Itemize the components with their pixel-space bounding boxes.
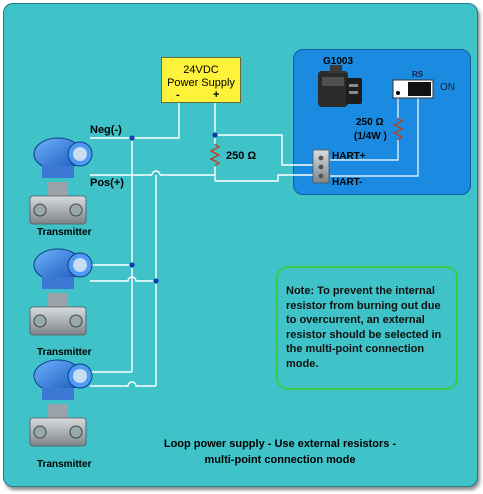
module-resistor-rating: (1/4W ): [354, 131, 387, 142]
neg-wire: [90, 103, 180, 373]
transmitter-label: Transmitter: [37, 227, 92, 238]
diagram-caption: Loop power supply - Use external resisto…: [160, 436, 400, 468]
hart-minus-label: HART-: [332, 177, 363, 188]
module-model-label: G1003: [323, 56, 354, 67]
transmitter-icon: [29, 137, 93, 225]
power-supply-box: 24VDC Power Supply - +: [161, 57, 241, 103]
module-resistor-symbol: [392, 117, 404, 141]
power-supply-label: Power Supply: [167, 77, 235, 89]
caption-line-1: Loop power supply - Use external resisto…: [163, 438, 397, 450]
hart-plus-label: HART+: [332, 151, 366, 162]
neg-label: Neg(-): [90, 124, 122, 136]
rs-switch[interactable]: [392, 79, 434, 99]
pos-label: Pos(+): [90, 177, 124, 189]
note-box: Note: To prevent the internal resistor f…: [276, 266, 458, 390]
resistor-branch-wire: [214, 103, 320, 182]
junction-dots: [129, 132, 218, 284]
resistor-250-symbol: [209, 143, 221, 167]
terminal-block-icon: [312, 149, 330, 184]
pos-wire: [90, 170, 215, 387]
rs-switch-label: RS: [412, 70, 424, 79]
caption-line-2: multi-point connection mode: [204, 454, 356, 466]
g1003-device-icon: [318, 65, 362, 107]
power-supply-plus: +: [213, 89, 220, 101]
transmitter-icon: [29, 359, 93, 447]
note-text: Note: To prevent the internal resistor f…: [286, 285, 442, 370]
power-supply-voltage: 24VDC: [183, 64, 219, 76]
power-supply-minus: -: [176, 89, 180, 101]
module-resistor-value: 250 Ω: [356, 117, 384, 128]
transmitter-icon: [29, 248, 93, 336]
switch-state-label: ON: [440, 82, 455, 93]
transmitter-label: Transmitter: [37, 459, 92, 470]
transmitter-label: Transmitter: [37, 347, 92, 358]
resistor-250-label: 250 Ω: [226, 150, 257, 162]
